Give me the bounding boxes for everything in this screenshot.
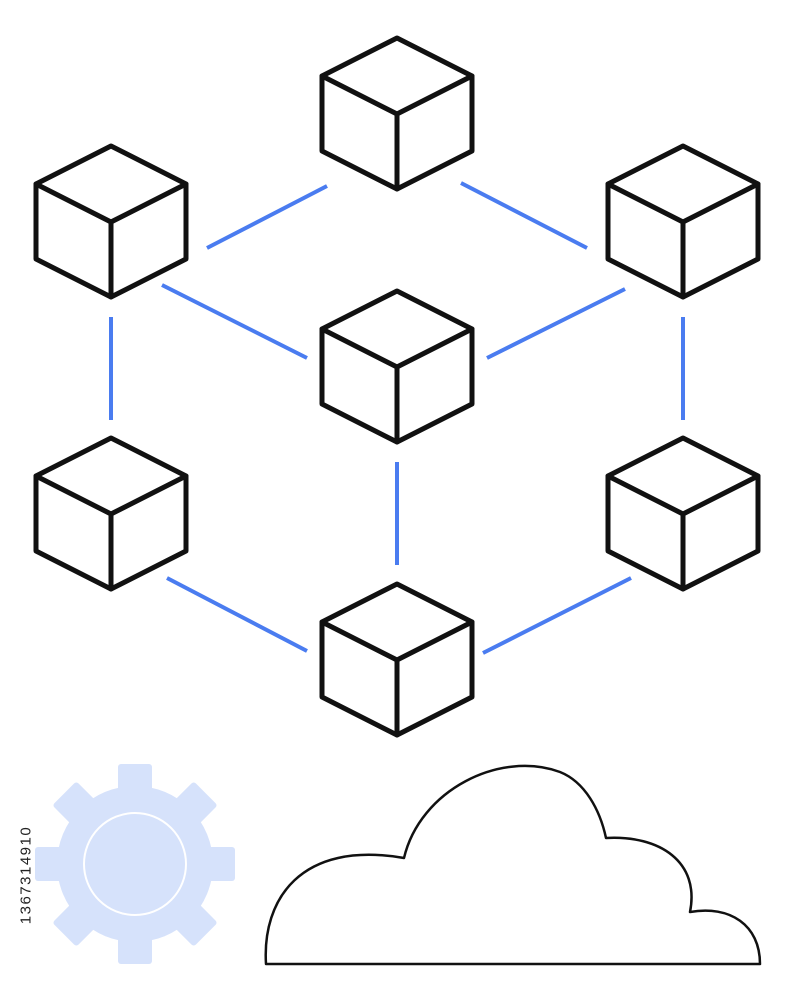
cube-nodes (36, 38, 758, 735)
cube-bottom (322, 584, 472, 735)
gear-icon (35, 764, 235, 964)
connector-lower-left-to-bottom (167, 578, 307, 651)
cube-lower-right (608, 438, 758, 589)
connector-upper-right-to-center (487, 289, 625, 358)
cloud-outline (266, 766, 760, 964)
cube-upper-left (36, 146, 186, 297)
cube-lower-left (36, 438, 186, 589)
cube-top (322, 38, 472, 189)
cube-center (322, 291, 472, 442)
stock-id-watermark: 1367314910 (18, 826, 35, 924)
connector-top-to-upper-left (207, 186, 327, 248)
cube-upper-right (608, 146, 758, 297)
connector-upper-left-to-center (162, 285, 307, 358)
connector-top-to-upper-right (461, 183, 587, 248)
connector-lower-right-to-bottom (483, 578, 631, 653)
